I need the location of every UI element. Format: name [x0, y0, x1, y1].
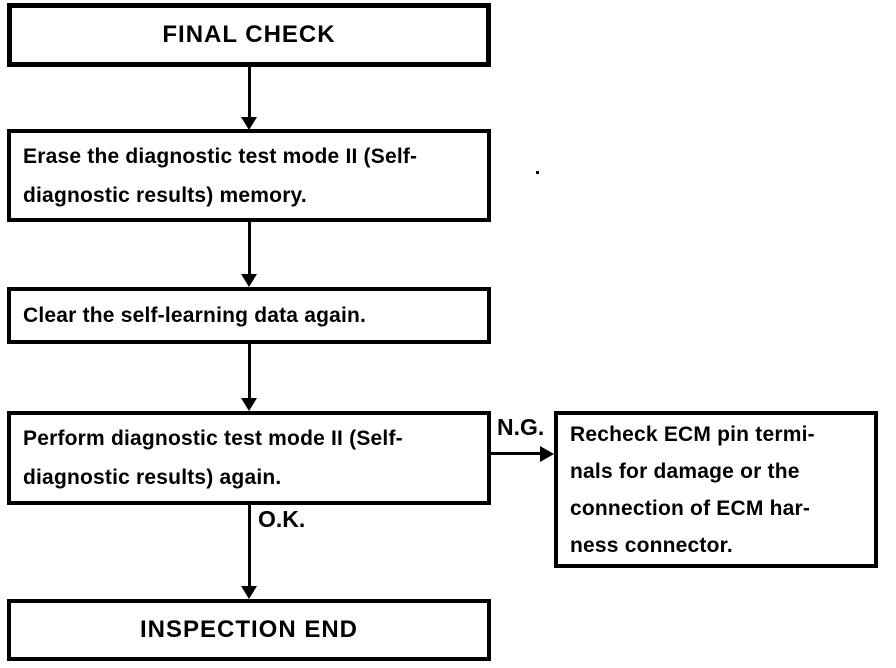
scan-artifact-dot	[536, 171, 539, 174]
clear-step-box: Clear the self-learning data again.	[7, 287, 491, 344]
recheck-step-line2: nals for damage or the	[570, 459, 800, 483]
connector-perform-to-recheck	[490, 452, 542, 455]
inspection-end-box: INSPECTION END	[7, 599, 491, 661]
ng-edge-label: N.G.	[497, 414, 545, 440]
perform-step-box: Perform diagnostic test mode II (Self- d…	[7, 411, 491, 505]
clear-step-label: Clear the self-learning data again.	[23, 304, 367, 327]
inspection-end-label: INSPECTION END	[139, 616, 359, 643]
perform-step-line1: Perform diagnostic test mode II (Self-	[23, 427, 403, 450]
final-check-label: FINAL CHECK	[162, 21, 336, 48]
erase-step-line2: diagnostic results) memory.	[23, 183, 307, 207]
arrowhead-right-icon	[540, 446, 554, 462]
ok-edge-label: O.K.	[258, 506, 306, 532]
arrowhead-down-icon	[241, 117, 257, 130]
connector-erase-to-clear	[248, 222, 251, 276]
erase-step-line1: Erase the diagnostic test mode II (Self-	[23, 144, 418, 168]
arrowhead-down-icon	[241, 274, 257, 287]
recheck-step-line1: Recheck ECM pin termi-	[570, 422, 815, 446]
connector-clear-to-perform	[248, 344, 251, 400]
final-check-box: FINAL CHECK	[7, 3, 491, 67]
recheck-step-box: Recheck ECM pin termi- nals for damage o…	[554, 411, 878, 568]
connector-perform-to-end	[248, 505, 251, 588]
perform-step-line2: diagnostic results) again.	[23, 466, 282, 489]
arrowhead-down-icon	[241, 398, 257, 411]
connector-final-to-erase	[248, 67, 251, 118]
recheck-step-line3: connection of ECM har-	[570, 496, 811, 520]
erase-step-box: Erase the diagnostic test mode II (Self-…	[7, 129, 491, 222]
arrowhead-down-icon	[241, 586, 257, 599]
recheck-step-line4: ness connector.	[570, 533, 733, 557]
